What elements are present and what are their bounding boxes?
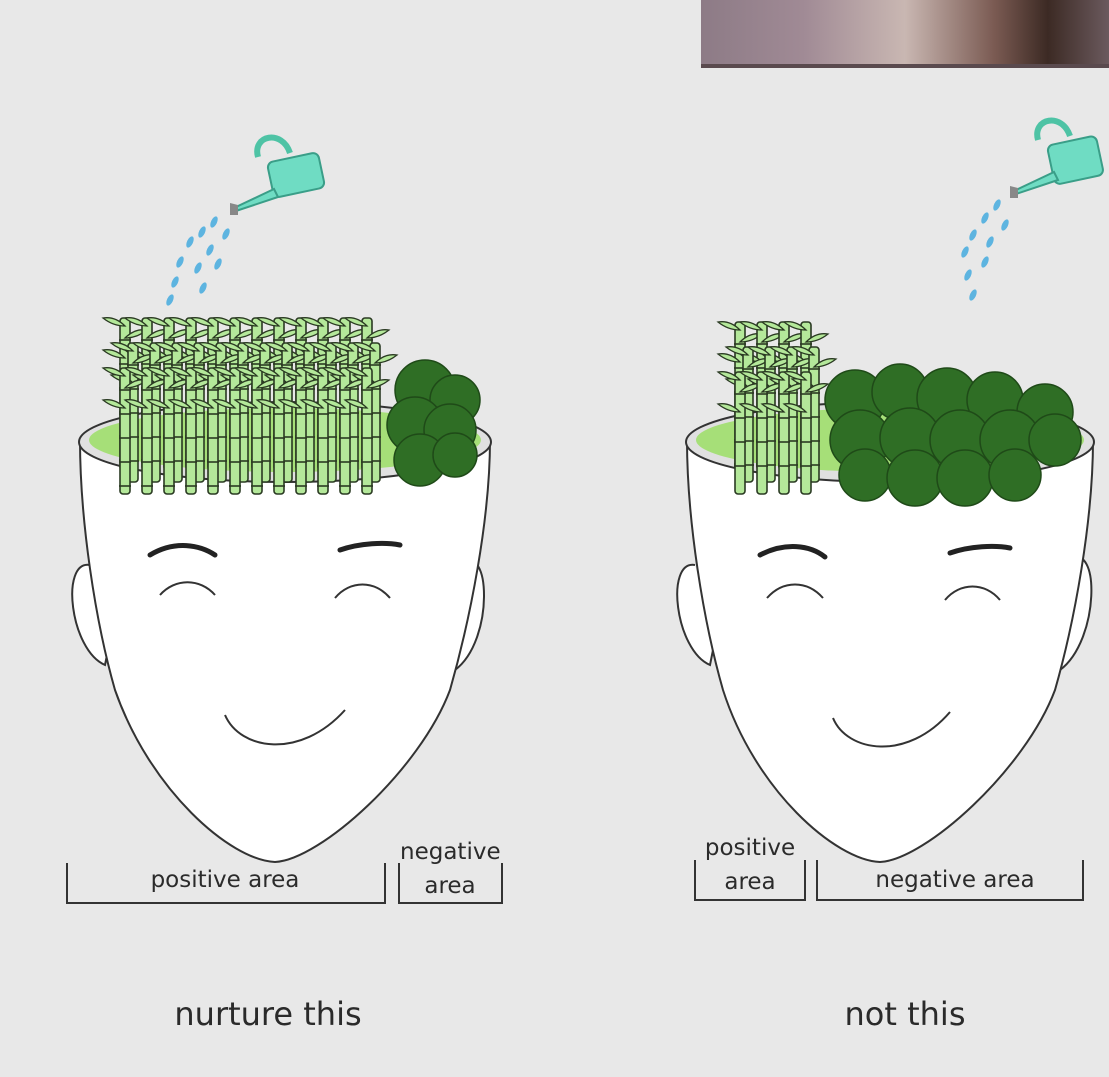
not-this-caption: not this [755,995,1055,1033]
watering-can-icon [230,138,325,215]
head-icon [687,440,1093,862]
nurture-panel: positive area negative area nurture this [0,0,554,1073]
not-this-head-illustration [555,0,1109,1073]
watering-can-icon [1010,121,1104,198]
water-drops-icon [165,215,232,306]
nurture-caption: nurture this [118,995,418,1033]
positive-area-label-line1: positive [700,834,800,862]
negative-area-label-line1: negative [400,838,500,866]
not-this-panel: positive area negative area not this [555,0,1109,1073]
head-icon [80,440,490,862]
negative-area-label-line2: area [400,872,500,900]
positive-area-label-line2: area [700,868,800,896]
positive-area-label: positive area [140,866,310,894]
bush-icon [387,360,480,486]
water-drops-icon [960,198,1011,301]
negative-area-label: negative area [865,866,1045,894]
nurture-head-illustration [0,0,554,1073]
